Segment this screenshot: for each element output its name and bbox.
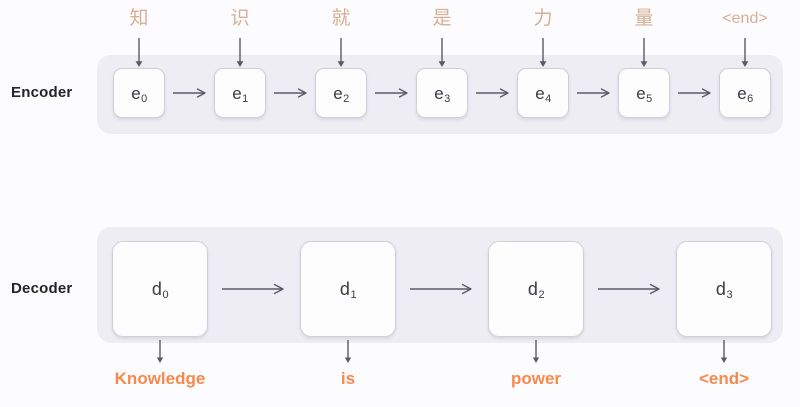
decoder-cell-2[interactable]: d2	[488, 241, 584, 337]
cell-label: e0	[131, 83, 148, 105]
encoder-cell-6[interactable]: e6	[719, 68, 771, 118]
decoder-panel	[97, 227, 783, 343]
decoder-cell-0[interactable]: d0	[112, 241, 208, 337]
source-token-5: 量	[634, 8, 654, 29]
cell-label: e4	[535, 83, 552, 105]
encoder-cell-0[interactable]: e0	[113, 68, 165, 118]
cell-label: e6	[737, 83, 754, 105]
encoder-cell-1[interactable]: e1	[214, 68, 266, 118]
cell-label: d0	[151, 279, 169, 301]
cell-label: d2	[527, 279, 545, 301]
encoder-cell-2[interactable]: e2	[315, 68, 367, 118]
decoder-cell-1[interactable]: d1	[300, 241, 396, 337]
cell-label: d3	[715, 279, 733, 301]
decoder-output-2: power	[510, 369, 562, 388]
decoder-output-1: is	[340, 369, 356, 388]
source-token-2: 就	[331, 8, 351, 29]
decoder-row-label: Decoder	[11, 280, 73, 297]
source-token-4: 力	[533, 8, 553, 29]
source-token-0: 知	[129, 8, 149, 29]
source-token-3: 是	[432, 8, 452, 29]
decoder-output-0: Knowledge	[114, 369, 206, 388]
encoder-cell-3[interactable]: e3	[416, 68, 468, 118]
cell-label: e1	[232, 83, 249, 105]
cell-label: d1	[339, 279, 357, 301]
decoder-output-3: <end>	[698, 369, 750, 388]
decoder-cell-3[interactable]: d3	[676, 241, 772, 337]
encoder-cell-4[interactable]: e4	[517, 68, 569, 118]
cell-label: e3	[434, 83, 451, 105]
encoder-row-label: Encoder	[11, 84, 73, 101]
source-token-6: <end>	[722, 10, 768, 27]
encoder-cell-5[interactable]: e5	[618, 68, 670, 118]
source-token-1: 识	[230, 8, 250, 29]
cell-label: e2	[333, 83, 350, 105]
cell-label: e5	[636, 83, 653, 105]
